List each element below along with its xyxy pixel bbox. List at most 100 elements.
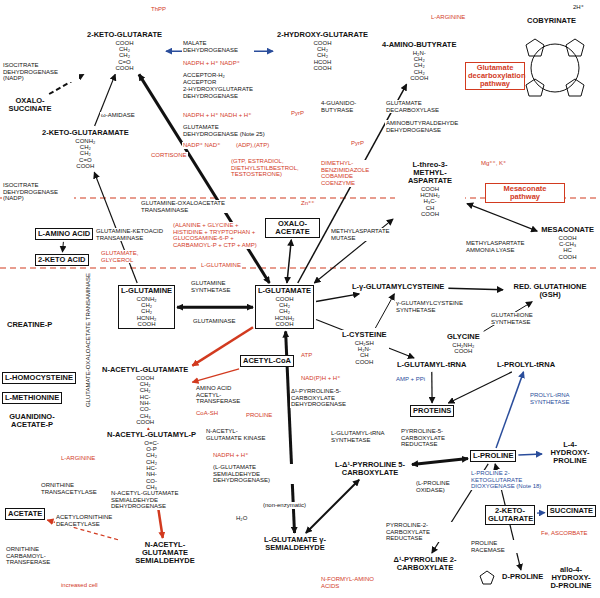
compound-name: GUANIDINO-ACETATE-P <box>4 413 60 429</box>
compound-node: N-ACETYL-GLUTAMATE SEMIALDEHYDE <box>120 540 210 566</box>
compound-name: L-GLUTAMYL-tRNA <box>397 361 466 369</box>
effector-label: GLUTAMATE, GLYCEROL <box>100 250 162 263</box>
compound-name: L-GLUTAMINE <box>121 287 172 295</box>
effector-label: ATP <box>300 352 313 359</box>
regulation-band-line <box>0 267 600 268</box>
enzyme-label: ISOCITRATE DEHYDROGENASE (NADP) <box>2 62 79 82</box>
compound-box: ACETYL-CoA <box>240 355 294 367</box>
reaction-arrow <box>467 204 537 232</box>
compound-name: Glutamate decarboxylation pathway <box>468 64 522 88</box>
enzyme-label: GLUTAMINE-OXALOACETATE TRANSAMINASE <box>140 200 232 213</box>
reaction-arrow <box>298 84 407 283</box>
corrin-ring <box>531 44 579 92</box>
compound-name: RED. GLUTATHIONE (GSH) <box>507 283 593 299</box>
compound-name: OXALO-ACETATE <box>268 220 317 236</box>
compound-box: 2-KETO ACID <box>35 254 89 266</box>
reaction-arrow <box>537 512 545 514</box>
compound-name: L-4-HYDROXY-PROLINE <box>546 441 594 465</box>
structure-formula: COOH C-CH₃ HC COOH <box>559 235 577 260</box>
effector-label: increased cell <box>60 582 99 589</box>
reaction-arrow <box>287 240 291 283</box>
compound-node: L-threo-3-METHYL-ASPARTATECOOH HCNH₂ H₃C… <box>395 160 465 218</box>
reaction-arrow <box>496 372 523 448</box>
structure-formula: COOH HCNH₂ H₃C-CH COOH <box>420 186 440 217</box>
compound-name: Mesaconate pathway <box>488 185 562 201</box>
pyrrole-ring <box>526 39 544 56</box>
compound-box: L-GLUTAMATECOOH CH₂ CH₂ HCNH₂ COOH <box>255 285 314 329</box>
effector-label: NADPH + H⁺ <box>212 452 249 459</box>
pyrrole-ring <box>566 39 584 56</box>
reaction-arrow <box>306 480 359 533</box>
compound-name: ACETYL-CoA <box>243 357 291 365</box>
reaction-arrow <box>448 372 512 403</box>
compound-name: Δ¹-PYRROLINE 2-CARBOXYLATE <box>387 556 463 572</box>
enzyme-label: PYRROLINE-2-CARBOXYLATE REDUCTASE <box>385 522 467 542</box>
effector-label: L-GLUTAMINE <box>200 262 242 269</box>
compound-name: N-ACETYL-GLUTAMYL-P <box>107 431 196 439</box>
effector-label: CORTISONE <box>150 152 188 159</box>
compound-box: L-PROLINE <box>470 450 516 462</box>
reaction-arrow <box>448 288 503 289</box>
reaction-arrow <box>316 294 359 302</box>
enzyme-label: ORNITHINE TRANSACETYLASE <box>40 482 107 495</box>
enzyme-label: (non-enzymatic) <box>262 502 307 509</box>
effector-label: (ALANINE + GLYCINE + HISTIDINE + TRYPTOP… <box>172 222 262 249</box>
compound-node: RED. GLUTATHIONE (GSH) <box>505 282 595 300</box>
enzyme-label: ORNITHINE CARBAMOYL-TRANSFERASE <box>5 546 77 566</box>
structure-formula: H₂N-CH₂ CH₂ CH₂ COOH <box>410 50 428 81</box>
enzyme-label: N-ACETYL-GLUTAMATE KINASE <box>205 428 272 441</box>
compound-name: N-ACETYL-GLUTAMATE <box>102 366 188 374</box>
compound-node: GUANIDINO-ACETATE-P <box>2 412 62 430</box>
enzyme-label: ISOCITRATE DEHYDROGENASE (NADP) <box>2 182 74 202</box>
compound-box: L-AMINO ACID <box>35 228 93 240</box>
structure-formula: CH₂SH H₂N-CH COOH <box>355 340 374 365</box>
pyrrole-ring <box>566 79 584 96</box>
enzyme-label: MALATE DEHYDROGENASE <box>182 40 254 53</box>
compound-name: 2-KETO-GLUTARATE <box>87 31 162 39</box>
effector-label: ThPP <box>150 6 167 13</box>
compound-name: OXALO-SUCCINATE <box>7 97 53 113</box>
enzyme-label: PYRROLINE-5-CARBOXYLATE REDUCTASE <box>400 428 467 448</box>
compound-box: PROTEINS <box>410 405 454 417</box>
compound-node: L-Δ¹-PYRROLINE 5-CARBOXYLATE <box>330 460 410 478</box>
compound-node: L-4-HYDROXY-PROLINE <box>544 440 596 466</box>
effector-label: CoA-SH <box>195 410 219 417</box>
compound-node: CREATINE-P <box>5 320 54 330</box>
reaction-arrow <box>192 369 239 382</box>
compound-node: L-GLUTAMYL-tRNA <box>395 360 468 370</box>
structure-formula: COOH CH₂ CH₂ HCOH COOH <box>313 40 331 71</box>
cofactor-label: L-PROLINE 2-KETOGLUTARATE DIOXYGENASE (N… <box>470 470 547 490</box>
enzyme-label: Δ¹-PYRROLINE-5-CARBOXYLATE DEHYDROGENASE <box>290 388 362 408</box>
enzyme-label: GLUTAMINE SYNTHETASE <box>190 280 247 293</box>
enzyme-label: GLUTAMINASE <box>192 318 237 325</box>
compound-name: GLYCINE <box>447 333 480 341</box>
enzyme-label: METHYLASPARTATE AMMONIA LYASE <box>465 240 539 253</box>
compound-node: OXALO-SUCCINATE <box>5 96 55 114</box>
structure-formula: CONH₂ CH₂ CH₂ C=O COOH <box>75 138 95 169</box>
enzyme-label: γ-GLUTAMYLCYSTEINE SYNTHETASE <box>395 300 477 313</box>
effector-label: (ADP),(ATP) <box>235 142 270 149</box>
compound-name: L-GLUTAMATE γ-SEMIALDEHYDE <box>257 536 333 552</box>
effector-label: NAD(P)H + H⁺ <box>300 375 341 382</box>
compound-box: L-HOMOCYSTEINE <box>2 372 76 384</box>
enzyme-label: (L-PROLINE OXIDASE) <box>415 480 467 493</box>
structure-formula: CH₂NH₂ COOH <box>452 342 474 355</box>
compound-name: 4-AMINO-BUTYRATE <box>382 41 456 49</box>
enzyme-label: ACCEPTOR-H₂ ACCEPTOR <box>182 72 259 85</box>
compound-name: L-PROLINE <box>473 452 513 460</box>
effector-label: PROLINE <box>245 412 273 419</box>
compound-name: COBYRINATE <box>527 17 576 25</box>
compound-name: L-CYSTEINE <box>342 331 387 339</box>
compound-name: CREATINE-P <box>7 321 52 329</box>
compound-name: N-ACETYL-GLUTAMATE SEMIALDEHYDE <box>122 541 208 565</box>
compound-name: L-METHIONINE <box>5 394 59 402</box>
enzyme-label: GLUTAMATE-OXALOACETATE TRANSAMINASE <box>85 272 92 408</box>
compound-node: L-PROLYL-tRNA <box>495 360 557 370</box>
compound-node: D-PROLINE <box>500 572 545 582</box>
effector-label: PyrP <box>350 140 365 147</box>
compound-node: L-GLUTAMATE γ-SEMIALDEHYDE <box>255 535 335 553</box>
compound-node: N-ACETYL-GLUTAMYL-PO=C-O-P CH₂ CH₂ HC-NH… <box>105 430 198 498</box>
enzyme-label: H₂O <box>235 515 248 522</box>
compound-name: L-GLUTAMATE <box>258 287 311 295</box>
compound-name: D-PROLINE <box>502 573 543 581</box>
